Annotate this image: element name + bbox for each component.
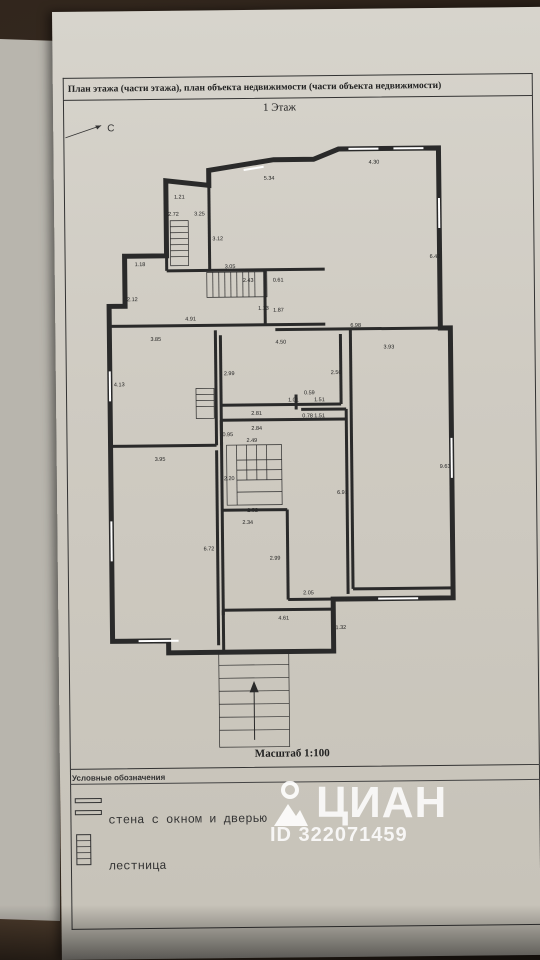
dim-label: 1.18	[135, 262, 146, 268]
dim-label: 2.34	[242, 520, 253, 526]
dim-label: 4.91	[185, 317, 196, 323]
dim-label: 2.49	[246, 438, 257, 444]
dim-label: 1.32	[335, 625, 346, 631]
dim-label: 0.59	[304, 390, 315, 396]
dim-label: 3.25	[194, 211, 205, 217]
dim-label: 6.72	[204, 546, 215, 552]
dim-label: 1.51	[314, 397, 325, 403]
dim-label: 1.21	[174, 195, 185, 201]
listing-id: ID 322071459	[270, 824, 408, 846]
under-page	[0, 38, 60, 922]
dim-label: 0.78	[302, 413, 313, 419]
floor-plan: 5.34 4.30 1.21 2.72 3.25 3.12 6.42 1.18 …	[106, 145, 456, 748]
dim-label: 2.52	[247, 508, 258, 514]
dim-label: 1.01	[288, 397, 299, 403]
cian-watermark: ЦИАН ID 322071459	[270, 778, 447, 847]
dim-label: 3.85	[150, 337, 161, 343]
cian-brand: ЦИАН	[316, 778, 448, 827]
dim-label: 2.43	[243, 278, 254, 284]
north-arrow-icon	[65, 125, 102, 139]
document-page: План этажа (части этажа), план объекта н…	[52, 6, 540, 960]
dim-label: 5.34	[264, 176, 275, 182]
dim-label: 2.12	[127, 297, 138, 303]
dim-label: 2.50	[331, 370, 342, 376]
dim-label: 2.05	[303, 590, 314, 596]
dim-label: 2.99	[224, 371, 235, 377]
dim-label: 4.30	[369, 160, 380, 166]
stairs-icon	[76, 834, 92, 866]
dim-label: 6.91	[337, 490, 348, 496]
dim-label: 6.42	[430, 254, 441, 260]
wall-window-door-icon	[74, 798, 102, 816]
dim-label: 3.05	[225, 264, 236, 270]
dim-label: 0.61	[273, 278, 284, 284]
dim-label: 3.93	[384, 344, 395, 350]
dim-label: 2.72	[168, 212, 179, 218]
legend-item-wall: стена с окном и дверью	[108, 811, 267, 828]
legend-item-stairs: лестница	[108, 858, 167, 874]
dim-label: 3.12	[212, 236, 223, 242]
floor-label: 1 Этаж	[262, 101, 297, 114]
dim-label: 2.99	[270, 556, 281, 562]
dim-label: 9.63	[440, 464, 451, 470]
legend-header: Условные обозначения	[71, 772, 166, 783]
dim-label: 2.84	[251, 426, 262, 432]
north-label: С	[107, 123, 115, 135]
bottom-shadow	[0, 905, 540, 960]
dim-label: 6.98	[350, 323, 361, 329]
cian-logo-icon	[274, 781, 308, 826]
dim-label: 0.95	[222, 432, 233, 438]
dim-label: 1.87	[273, 308, 284, 314]
dim-label: 2.81	[251, 411, 262, 417]
dim-label: 3.95	[155, 457, 166, 463]
dim-label: 4.61	[278, 616, 289, 622]
dim-label: 4.50	[275, 340, 286, 346]
dim-label: 4.13	[114, 382, 125, 388]
scale-label: Масштаб 1:100	[254, 747, 330, 760]
dim-label: 1.51	[314, 413, 325, 419]
dim-label: 2.20	[224, 476, 235, 482]
dim-label: 1.13	[258, 306, 269, 312]
